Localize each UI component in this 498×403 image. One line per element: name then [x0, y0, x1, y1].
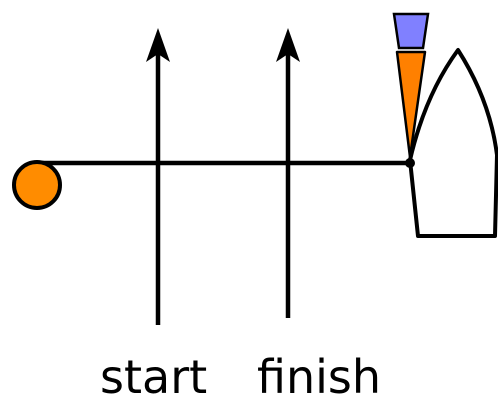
ball: [12, 160, 62, 210]
pivot-point: [405, 158, 415, 168]
boat-hull: [408, 48, 498, 238]
start-label: start: [100, 350, 207, 403]
blue-marker: [392, 12, 430, 50]
finish-label: finish: [257, 350, 381, 403]
orange-marker: [395, 50, 427, 159]
finish-arrowhead: [276, 28, 300, 62]
start-arrowhead: [146, 28, 170, 62]
